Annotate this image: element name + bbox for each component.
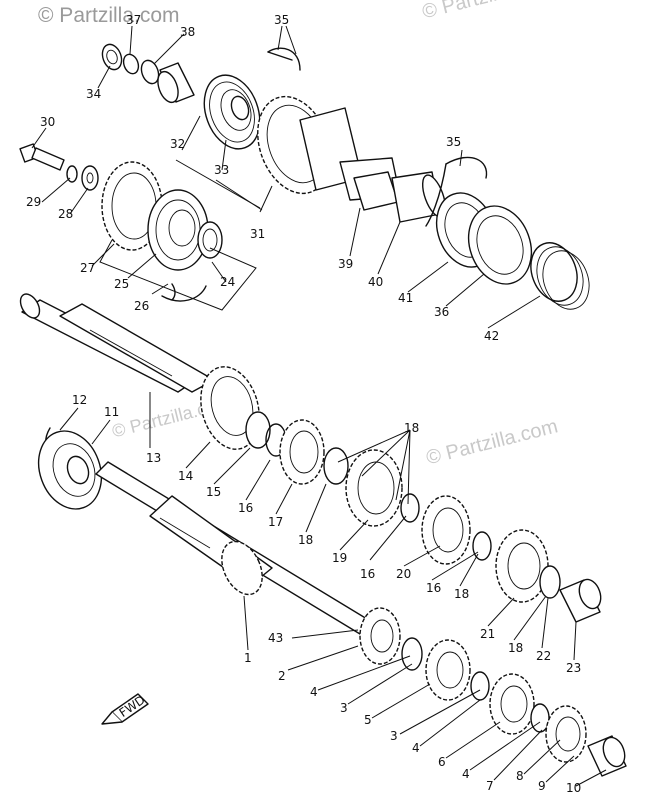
callout-1: 1: [244, 651, 252, 665]
callout-3-b: 3: [390, 729, 398, 743]
callout-20: 20: [396, 567, 411, 581]
watermark-top-left: © Partzilla.com: [38, 4, 180, 27]
callout-35-top: 35: [274, 13, 289, 27]
callout-6: 6: [438, 755, 446, 769]
part-42-spring: [530, 242, 590, 310]
part-37-ring: [122, 53, 140, 75]
part-25-bearing: [147, 189, 209, 271]
part-5-gear: [425, 639, 471, 701]
part-11-bearing: [37, 430, 103, 510]
callout-10: 10: [566, 781, 581, 795]
part-30-bolt: [19, 143, 65, 171]
callout-4-c: 4: [462, 767, 470, 781]
part-32-sleeve: [157, 62, 195, 104]
callout-18-c: 18: [454, 587, 469, 601]
part-38-collar: [140, 59, 160, 85]
part-28-washer: [81, 165, 99, 191]
callout-16-a: 16: [238, 501, 253, 515]
callout-17: 17: [268, 515, 283, 529]
callout-7: 7: [486, 779, 494, 793]
callout-9: 9: [538, 779, 546, 793]
callout-24: 24: [220, 275, 235, 289]
callout-38: 38: [180, 25, 195, 39]
callout-14: 14: [178, 469, 193, 483]
callout-35-right: 35: [446, 135, 461, 149]
part-3-washer-1: [401, 637, 423, 671]
callout-16-c: 16: [426, 581, 441, 595]
part-33-bearing: [203, 74, 261, 150]
part-35-circlip-top: [267, 47, 301, 71]
callout-16-b: 16: [360, 567, 375, 581]
part-36-oil-seal: [467, 205, 533, 285]
part-34-washer: [101, 43, 123, 71]
part-13-countershaft: [19, 293, 215, 393]
callout-4-a: 4: [310, 685, 318, 699]
callout-41: 41: [398, 291, 413, 305]
part-10-bearing: [587, 735, 627, 777]
part-26-half-ring: [161, 283, 207, 302]
part-14-gear: [200, 366, 260, 450]
callout-26: 26: [134, 299, 149, 313]
callout-4-b: 4: [412, 741, 420, 755]
part-17-gear: [279, 419, 325, 485]
callout-29: 29: [26, 195, 41, 209]
callout-15: 15: [206, 485, 221, 499]
part-1-mainshaft: [95, 461, 373, 635]
callout-3-a: 3: [340, 701, 348, 715]
part-35-circlip-right: [425, 156, 488, 227]
callout-42: 42: [484, 329, 499, 343]
callout-37: 37: [126, 13, 141, 27]
callout-40: 40: [368, 275, 383, 289]
callout-23: 23: [566, 661, 581, 675]
part-24-collar: [197, 221, 223, 259]
callout-25: 25: [114, 277, 129, 291]
part-9-gear: [545, 705, 587, 763]
callout-28: 28: [58, 207, 73, 221]
callout-18-top: 18: [404, 421, 419, 435]
part-20-gear: [421, 495, 471, 565]
callout-32: 32: [170, 137, 185, 151]
callout-13: 13: [146, 451, 161, 465]
callout-8: 8: [516, 769, 524, 783]
callout-39: 39: [338, 257, 353, 271]
callout-5: 5: [364, 713, 372, 727]
callout-21: 21: [480, 627, 495, 641]
callout-19: 19: [332, 551, 347, 565]
callout-36: 36: [434, 305, 449, 319]
part-16-circlip-3: [472, 531, 492, 561]
callout-18-d: 18: [508, 641, 523, 655]
part-16-circlip-2: [400, 493, 420, 523]
callout-34: 34: [86, 87, 101, 101]
callout-18-mid: 18: [298, 533, 313, 547]
callout-2: 2: [278, 669, 286, 683]
leader-lines: [31, 25, 607, 787]
part-22-washer: [539, 565, 561, 599]
callout-30: 30: [40, 115, 55, 129]
callout-33: 33: [214, 163, 229, 177]
callout-11: 11: [104, 405, 119, 419]
part-19-gear: [345, 449, 403, 527]
callout-labels: 37 38 35 34 30 32 35 33 29 28 31 39 27 2…: [26, 13, 581, 795]
fwd-arrow-marker: FWD: [101, 693, 149, 725]
callout-27: 27: [80, 261, 95, 275]
callout-31: 31: [250, 227, 265, 241]
callout-22: 22: [536, 649, 551, 663]
part-18-washer-1: [323, 447, 349, 485]
part-43-gear: [359, 607, 401, 665]
callout-43: 43: [268, 631, 283, 645]
part-6-gear: [489, 673, 535, 735]
part-15-washer: [245, 411, 271, 449]
callout-12: 12: [72, 393, 87, 407]
part-23-bearing: [559, 578, 602, 623]
part-4-circlip-2: [470, 671, 490, 701]
part-21-gear: [495, 529, 549, 603]
